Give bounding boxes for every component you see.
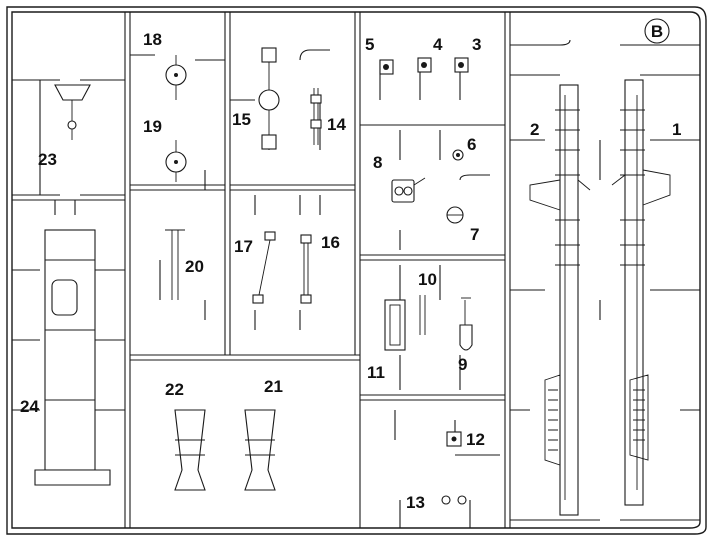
part-20 — [165, 229, 185, 300]
part-4 — [417, 57, 432, 73]
part-number-6: 6 — [467, 135, 476, 154]
part-number-22: 22 — [165, 380, 184, 399]
part-24 — [34, 229, 111, 486]
part-number-14: 14 — [327, 115, 346, 134]
part-number-21: 21 — [264, 377, 283, 396]
part-number-18: 18 — [143, 30, 162, 49]
part-10 — [419, 295, 426, 335]
part-number-8: 8 — [373, 153, 382, 172]
sprue-letter-badge: B — [644, 18, 670, 44]
part-14 — [310, 88, 322, 145]
part-1-frame-rail — [611, 79, 671, 506]
part-number-13: 13 — [406, 493, 425, 512]
part-5 — [379, 59, 394, 75]
part-number-20: 20 — [185, 257, 204, 276]
part-number-labels: 1 2 3 4 5 6 7 8 9 10 11 12 13 14 15 16 1… — [20, 30, 681, 512]
part-8 — [391, 177, 426, 203]
part-22 — [174, 409, 206, 491]
part-13 — [441, 495, 467, 505]
part-15 — [258, 47, 280, 150]
part-number-24: 24 — [20, 397, 39, 416]
part-number-12: 12 — [466, 430, 485, 449]
part-number-11: 11 — [367, 363, 385, 382]
part-number-5: 5 — [365, 35, 374, 54]
part-number-2: 2 — [530, 120, 539, 139]
part-number-16: 16 — [321, 233, 340, 252]
part-12 — [446, 431, 462, 447]
part-17 — [252, 231, 276, 304]
part-16 — [300, 234, 312, 304]
part-9-shovel — [459, 297, 473, 351]
part-number-17: 17 — [234, 237, 253, 256]
part-18 — [165, 55, 187, 100]
part-number-23: 23 — [38, 150, 57, 169]
part-6 — [452, 149, 464, 161]
part-number-4: 4 — [433, 35, 443, 54]
sprue-frame — [6, 6, 707, 535]
part-11 — [384, 299, 406, 351]
part-3 — [454, 57, 469, 73]
sprue-runners — [12, 12, 700, 528]
part-19 — [165, 140, 187, 182]
part-23 — [54, 84, 91, 140]
part-number-7: 7 — [470, 225, 479, 244]
part-2-frame-rail — [529, 84, 591, 516]
part-number-15: 15 — [232, 110, 251, 129]
part-number-3: 3 — [472, 35, 481, 54]
part-number-10: 10 — [418, 270, 437, 289]
part-21 — [244, 409, 276, 491]
part-number-1: 1 — [672, 120, 681, 139]
sprue-letter: B — [651, 22, 663, 41]
part-number-9: 9 — [458, 355, 467, 374]
part-number-19: 19 — [143, 117, 162, 136]
part-7 — [446, 206, 464, 224]
